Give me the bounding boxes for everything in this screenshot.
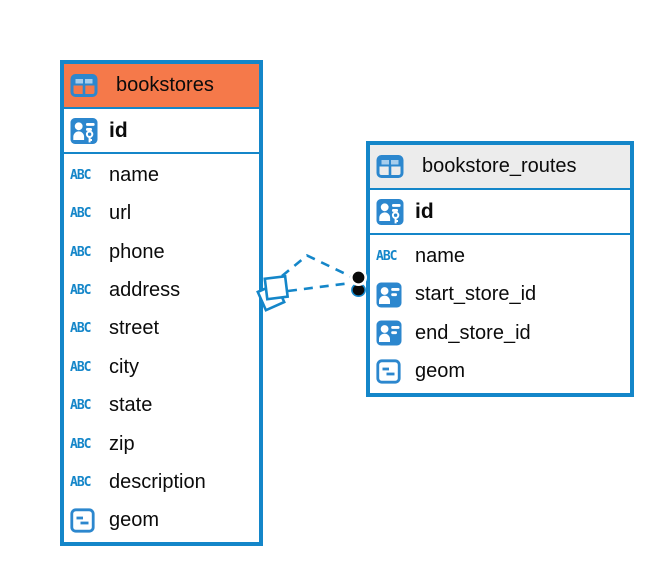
column-name: city xyxy=(109,355,139,378)
text-type-icon: ABC xyxy=(70,321,92,337)
table-grid-icon xyxy=(376,154,406,179)
column-row-description[interactable]: ABC description xyxy=(64,463,259,501)
column-name: name xyxy=(109,163,160,186)
column-row-geom[interactable]: geom xyxy=(64,502,259,540)
text-type-icon: ABC xyxy=(70,474,92,490)
column-name: street xyxy=(109,317,160,340)
column-row-phone[interactable]: ABC phone xyxy=(64,233,259,271)
column-row-id[interactable]: id xyxy=(370,190,630,233)
relationship-lines xyxy=(281,253,352,293)
primary-key-icon xyxy=(376,198,408,226)
text-type-icon: ABC xyxy=(70,244,92,260)
column-row-name[interactable]: ABC name xyxy=(64,156,259,194)
column-name: zip xyxy=(109,432,135,455)
column-row-zip[interactable]: ABC zip xyxy=(64,425,259,463)
table-header[interactable]: bookstore_routes xyxy=(370,145,630,190)
primary-key-compartment: id xyxy=(64,109,259,154)
column-row-city[interactable]: ABC city xyxy=(64,348,259,386)
relationship-line-2[interactable] xyxy=(287,281,352,293)
column-row-id[interactable]: id xyxy=(64,109,259,152)
primary-key-compartment: id xyxy=(370,190,630,235)
column-name: phone xyxy=(109,240,165,263)
column-name: id xyxy=(415,199,434,223)
column-row-address[interactable]: ABC address xyxy=(64,271,259,309)
table-title: bookstore_routes xyxy=(422,155,577,177)
column-name: name xyxy=(415,244,466,267)
black-dot-markers xyxy=(349,268,367,297)
column-row-start_store_id[interactable]: start_store_id xyxy=(370,276,630,315)
text-type-icon: ABC xyxy=(376,248,398,264)
column-row-url[interactable]: ABC url xyxy=(64,194,259,232)
table-title: bookstores xyxy=(116,74,214,96)
text-type-icon: ABC xyxy=(70,167,92,183)
text-type-icon: ABC xyxy=(70,359,92,375)
column-name: id xyxy=(109,118,128,142)
column-name: url xyxy=(109,202,132,225)
text-type-icon: ABC xyxy=(70,398,92,414)
text-type-icon: ABC xyxy=(70,282,92,298)
foreign-key-icon xyxy=(376,320,408,346)
foreign-key-icon xyxy=(376,282,408,308)
column-row-state[interactable]: ABC state xyxy=(64,386,259,424)
column-name: end_store_id xyxy=(415,321,531,344)
column-row-end_store_id[interactable]: end_store_id xyxy=(370,314,630,353)
table-grid-icon xyxy=(70,73,100,98)
column-row-street[interactable]: ABC street xyxy=(64,310,259,348)
table-header[interactable]: bookstores xyxy=(64,64,259,109)
column-name: start_store_id xyxy=(415,283,537,306)
geometry-type-icon xyxy=(70,508,102,533)
column-name: geom xyxy=(415,360,466,383)
primary-key-icon xyxy=(70,117,102,145)
column-row-geom[interactable]: geom xyxy=(370,353,630,392)
text-type-icon: ABC xyxy=(70,436,92,452)
column-name: description xyxy=(109,470,206,493)
relationship-line-1[interactable] xyxy=(281,253,352,278)
column-name: address xyxy=(109,278,181,301)
text-type-icon: ABC xyxy=(70,206,92,222)
column-row-name[interactable]: ABC name xyxy=(370,237,630,276)
geometry-type-icon xyxy=(376,359,408,384)
column-name: state xyxy=(109,394,153,417)
column-name: geom xyxy=(109,509,160,532)
